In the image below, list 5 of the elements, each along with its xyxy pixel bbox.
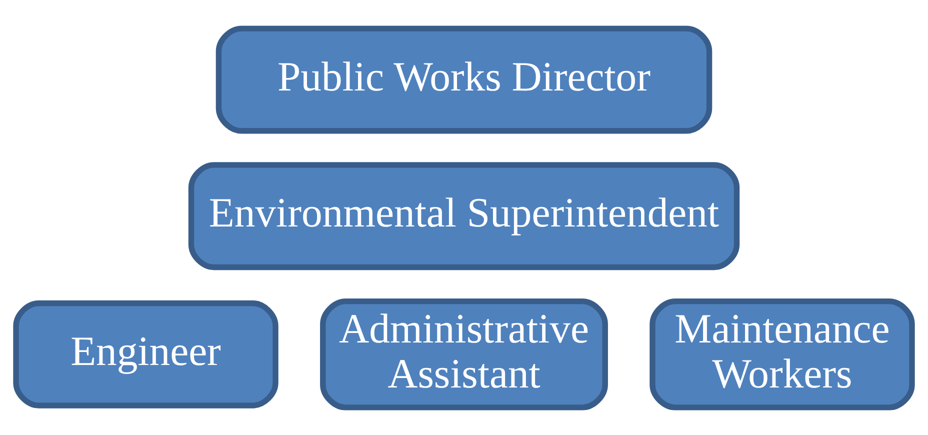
node-box: Maintenance Workers — [650, 298, 915, 410]
node-box: Administrative Assistant — [320, 298, 608, 410]
node-box: Public Works Director — [216, 25, 712, 134]
node-box: Environmental Superintendent — [188, 162, 740, 270]
node-box: Engineer — [13, 300, 278, 408]
